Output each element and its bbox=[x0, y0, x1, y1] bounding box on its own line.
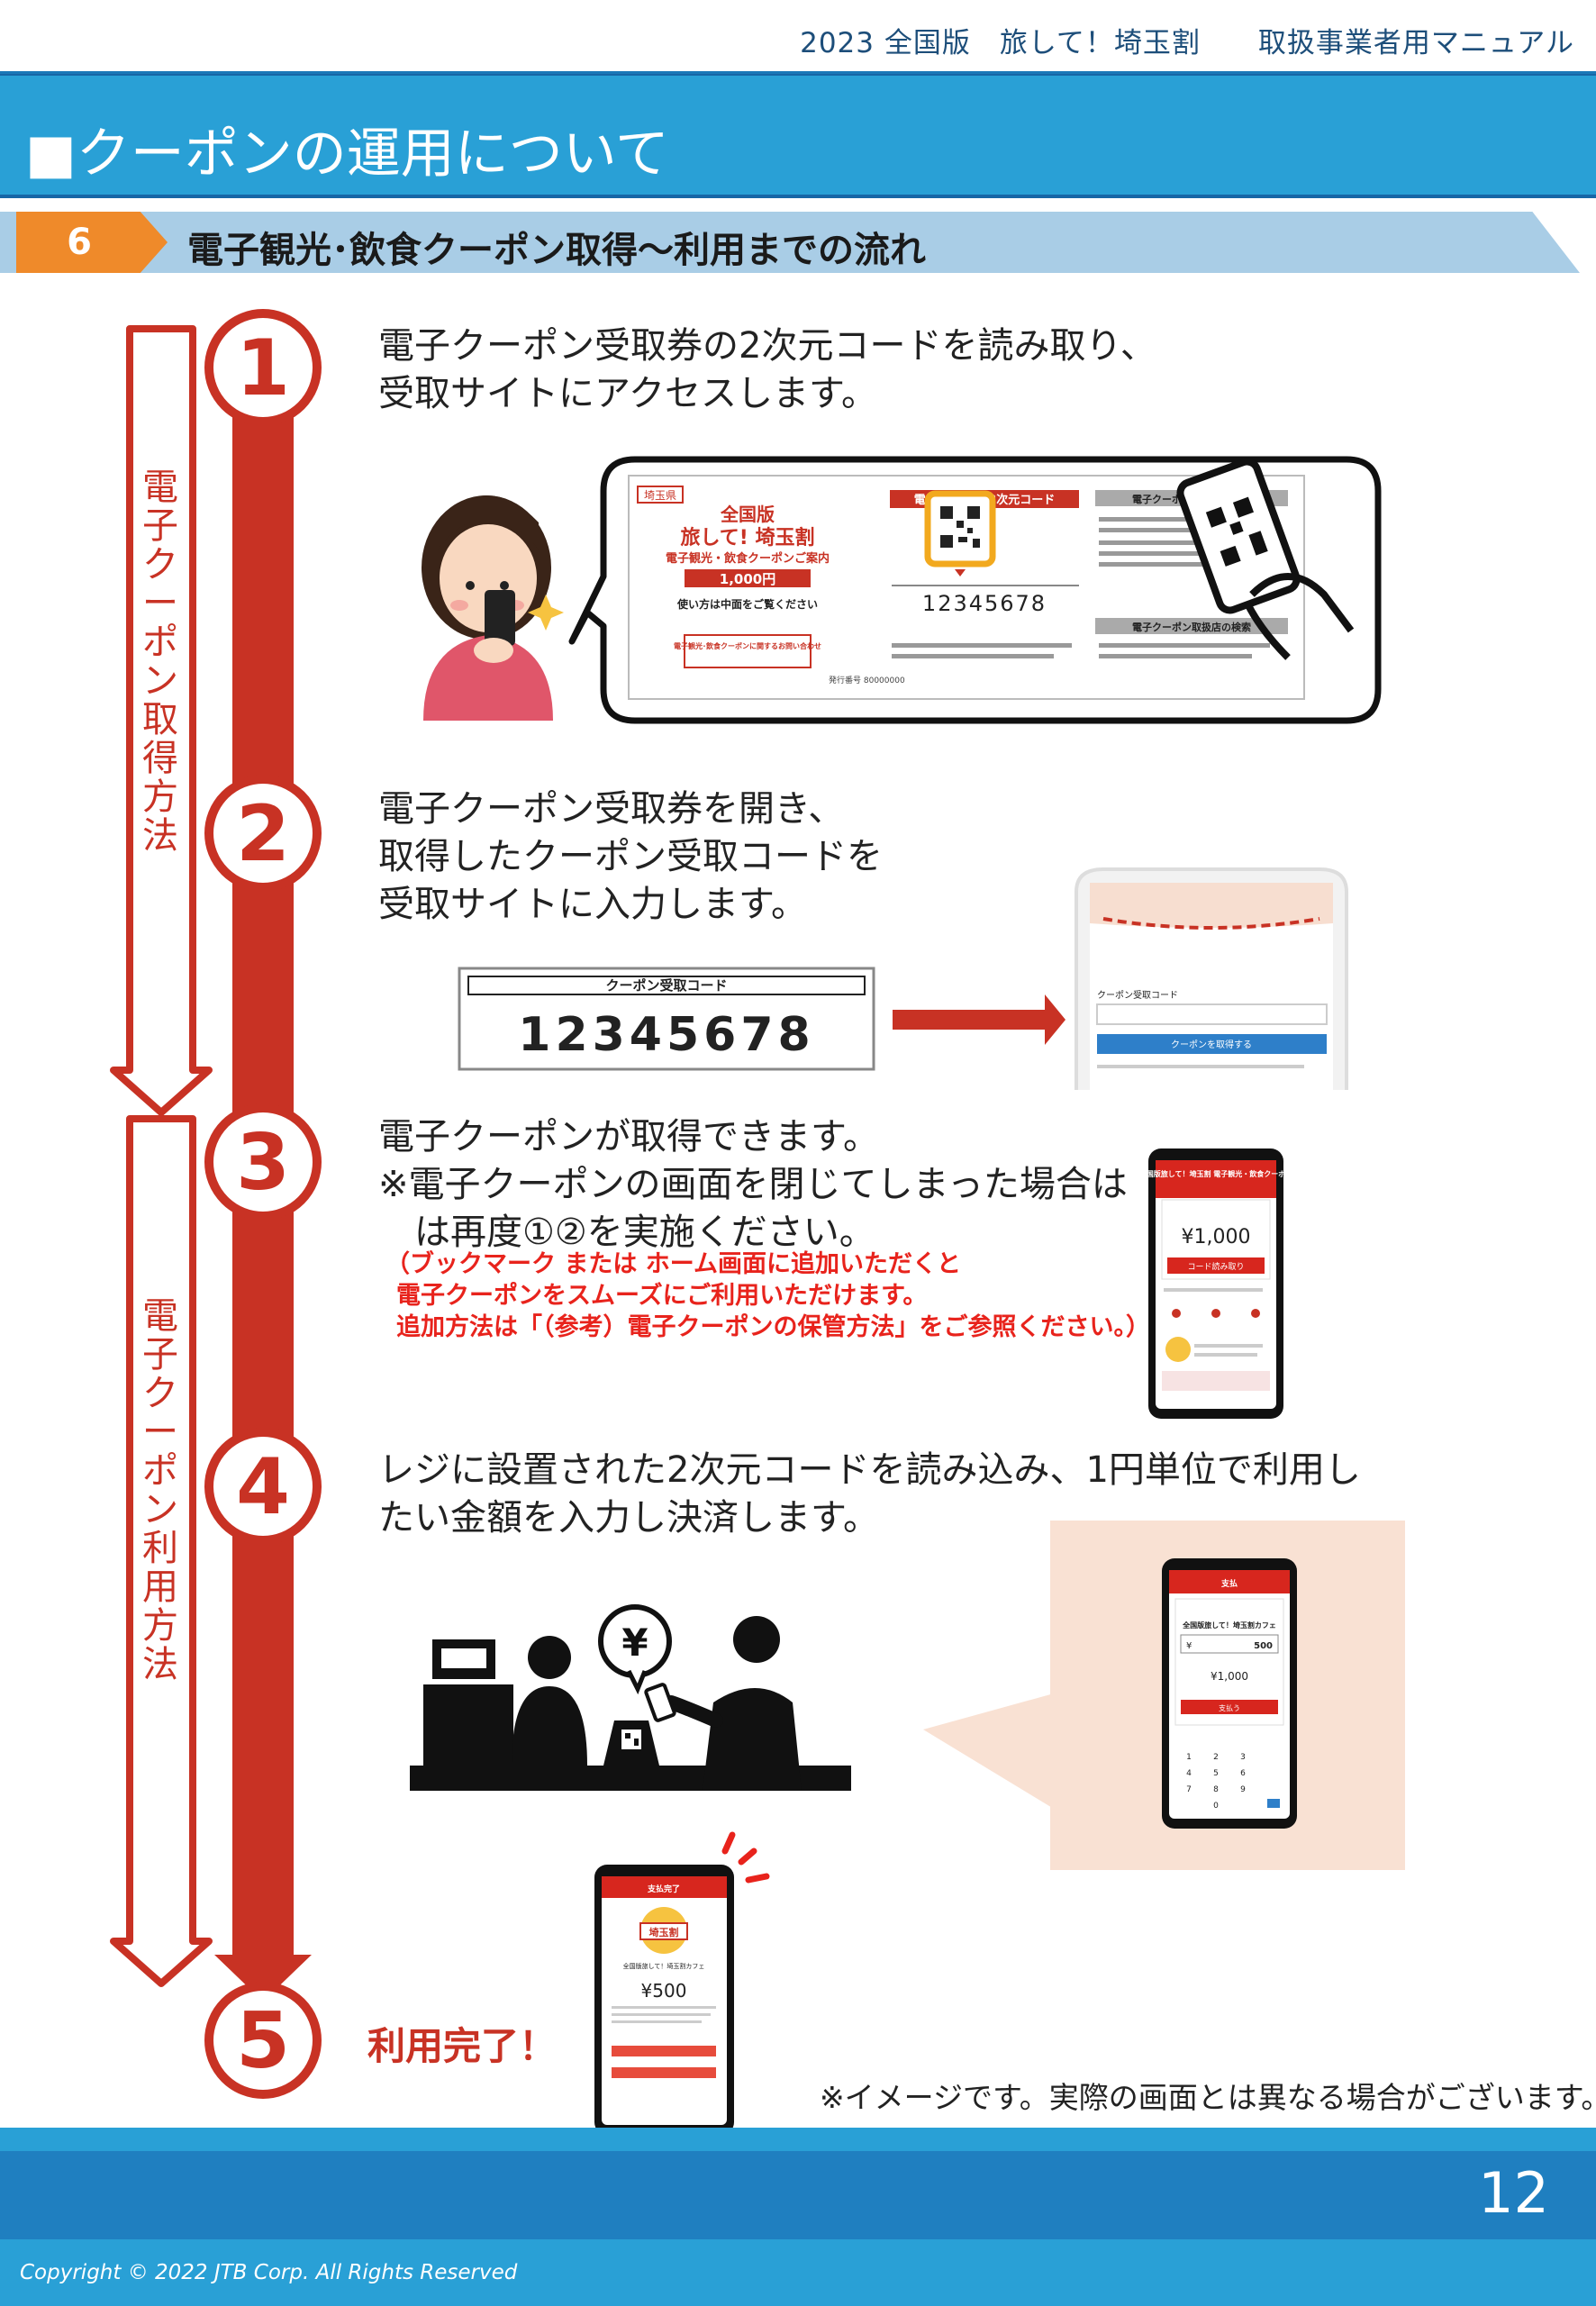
keypad: 1 2 3 4 5 6 7 8 9 0 bbox=[1186, 1753, 1246, 1811]
page-title: ■クーポンの運用について bbox=[25, 123, 669, 186]
use-arrow bbox=[110, 1115, 213, 1987]
title-bar: ■クーポンの運用について bbox=[0, 74, 1596, 198]
step4-text: レジに設置された2次元コードを読み込み、1円単位で利用し たい金額を入力し決済し… bbox=[378, 1449, 1361, 1539]
step-num-1: 1 bbox=[236, 323, 290, 413]
section-title: 電子観光･飲食クーポン取得〜利用までの流れ bbox=[187, 230, 926, 271]
step-circle-5 bbox=[204, 1982, 322, 2099]
svg-text:1: 1 bbox=[1186, 1753, 1192, 1762]
qr-code-icon bbox=[940, 506, 980, 548]
ticket-head1: 全国版 bbox=[720, 504, 775, 525]
phone-pay-yen: ¥ bbox=[1186, 1641, 1192, 1651]
phone-coupon: 全国版旅して！埼玉割 電子観光・飲食クーポン ¥1,000 コード読み取り bbox=[1144, 1148, 1288, 1419]
acquire-label: 電子クーポン取得方法 bbox=[142, 467, 178, 857]
phone-input-button: クーポンを取得する bbox=[1171, 1040, 1252, 1050]
footer-stripe bbox=[0, 2128, 1596, 2151]
phone-pay-input: 500 bbox=[1254, 1641, 1273, 1651]
phone-input-screen: クーポン受取コード クーポンを取得する bbox=[1075, 867, 1348, 1092]
svg-text:6: 6 bbox=[1240, 1769, 1246, 1778]
step5-done-text: 利用完了！ bbox=[367, 2024, 558, 2068]
step-num-4: 4 bbox=[236, 1442, 290, 1532]
phone-done-title: 支払完了 bbox=[647, 1884, 680, 1894]
woman-illustration bbox=[422, 495, 564, 721]
copyright: Copyright © 2022 JTB Corp. All Rights Re… bbox=[20, 2261, 518, 2284]
ticket-note1: 使い方は中面をご覧ください bbox=[676, 597, 818, 611]
svg-text:0: 0 bbox=[1213, 1802, 1219, 1811]
phone-pay-button: 支払う bbox=[1219, 1703, 1240, 1712]
step-num-3: 3 bbox=[236, 1118, 290, 1208]
step-num-5: 5 bbox=[236, 1996, 290, 2086]
step-circle-2 bbox=[204, 775, 322, 892]
disclaimer: ※イメージです。実際の画面とは異なる場合がございます。 bbox=[820, 2080, 1596, 2115]
phone-done-amount: ¥500 bbox=[641, 1980, 687, 2002]
code-box-value: 12345678 bbox=[518, 1008, 814, 1062]
phone-pay-shop: 全国版旅して！埼玉割カフェ bbox=[1182, 1621, 1276, 1630]
ticket-inquiry: 電子観光･飲食クーポンに関するお問い合わせ bbox=[674, 641, 821, 650]
step-circle-1 bbox=[204, 309, 322, 426]
phone-done: 支払完了 埼玉割 全国版旅して！埼玉割カフェ ¥500 bbox=[594, 1831, 770, 2135]
step3-text: 電子クーポンが取得できます。 ※電子クーポンの画面を閉じてしまった場合は は再度… bbox=[378, 1116, 1128, 1253]
phone-input-label: クーポン受取コード bbox=[1097, 990, 1178, 1001]
phone-coupon-amount: ¥1,000 bbox=[1182, 1226, 1251, 1248]
step2-illustration: クーポン受取コード 12345678 クーポン受取コード クーポンを取得する bbox=[458, 867, 1348, 1092]
phone-done-shop: 全国版旅して！埼玉割カフェ bbox=[623, 1962, 705, 1970]
hand-phone-icon bbox=[1176, 458, 1355, 660]
page-number: 12 bbox=[1478, 2160, 1549, 2226]
phone-coupon-title: 全国版旅して！埼玉割 電子観光・飲食クーポン bbox=[1144, 1169, 1288, 1178]
phone-pay: 支払 全国版旅して！埼玉割カフェ ¥ 500 ¥1,000 支払う 1 2 3 4 5… bbox=[1162, 1558, 1297, 1829]
acquire-arrow bbox=[110, 325, 213, 1116]
sparkle-icon bbox=[721, 1831, 770, 1884]
ticket-qr-code: 12345678 bbox=[922, 591, 1047, 616]
step-circle-3 bbox=[204, 1103, 322, 1221]
step1-illustration: 埼玉県 全国版 旅して! 埼玉割 電子観光・飲食クーポンご案内 1,000円 使… bbox=[422, 456, 1382, 724]
step-circle-4 bbox=[204, 1428, 322, 1545]
section-number: 6 bbox=[16, 212, 168, 273]
use-label: 電子クーポン利用方法 bbox=[142, 1295, 178, 1685]
panel-pointer bbox=[923, 1693, 1054, 1809]
code-box-label: クーポン受取コード bbox=[605, 977, 727, 994]
header-text: 2023 全国版 旅して！埼玉割 取扱事業者用マニュアル bbox=[800, 27, 1574, 59]
ticket-pref: 埼玉県 bbox=[644, 489, 676, 502]
step3-note: （ブックマーク または ホーム画面に追加いただくと 電子クーポンをスムーズにご利… bbox=[385, 1250, 1150, 1341]
ticket-amount: 1,000円 bbox=[720, 571, 775, 587]
ticket-head3: 電子観光・飲食クーポンご案内 bbox=[666, 551, 830, 566]
svg-text:9: 9 bbox=[1240, 1785, 1246, 1794]
arrow-right-icon bbox=[893, 994, 1066, 1045]
page-header: 2023 全国版 旅して！埼玉割 取扱事業者用マニュアル bbox=[0, 0, 1596, 74]
cashier-illustration: ¥ bbox=[410, 1604, 851, 1791]
step-num-2: 2 bbox=[236, 789, 290, 879]
phone-pay-title: 支払 bbox=[1220, 1578, 1238, 1589]
step2-text: 電子クーポン受取券を開き、 取得したクーポン受取コードを 受取サイトに入力します… bbox=[378, 788, 883, 925]
phone-pay-balance: ¥1,000 bbox=[1211, 1670, 1248, 1683]
svg-text:7: 7 bbox=[1186, 1785, 1192, 1794]
phone-coupon-button: コード読み取り bbox=[1187, 1261, 1244, 1272]
svg-text:2: 2 bbox=[1213, 1753, 1219, 1762]
cashier-yen: ¥ bbox=[621, 1621, 648, 1665]
svg-text:8: 8 bbox=[1213, 1785, 1219, 1794]
svg-text:5: 5 bbox=[1213, 1769, 1219, 1778]
ticket-serial: 発行番号 80000000 bbox=[829, 675, 905, 685]
phone-done-logo: 埼玉割 bbox=[649, 1926, 679, 1938]
svg-text:4: 4 bbox=[1186, 1769, 1192, 1778]
footer-bottom bbox=[0, 2239, 1596, 2306]
ticket-head2: 旅して! 埼玉割 bbox=[680, 526, 814, 549]
ticket-right-title2: 電子クーポン取扱店の検索 bbox=[1132, 621, 1251, 633]
section-bar bbox=[0, 212, 1580, 273]
step1-text: 電子クーポン受取券の2次元コードを読み取り、 受取サイトにアクセスします。 bbox=[378, 325, 1156, 414]
svg-text:3: 3 bbox=[1240, 1753, 1246, 1762]
